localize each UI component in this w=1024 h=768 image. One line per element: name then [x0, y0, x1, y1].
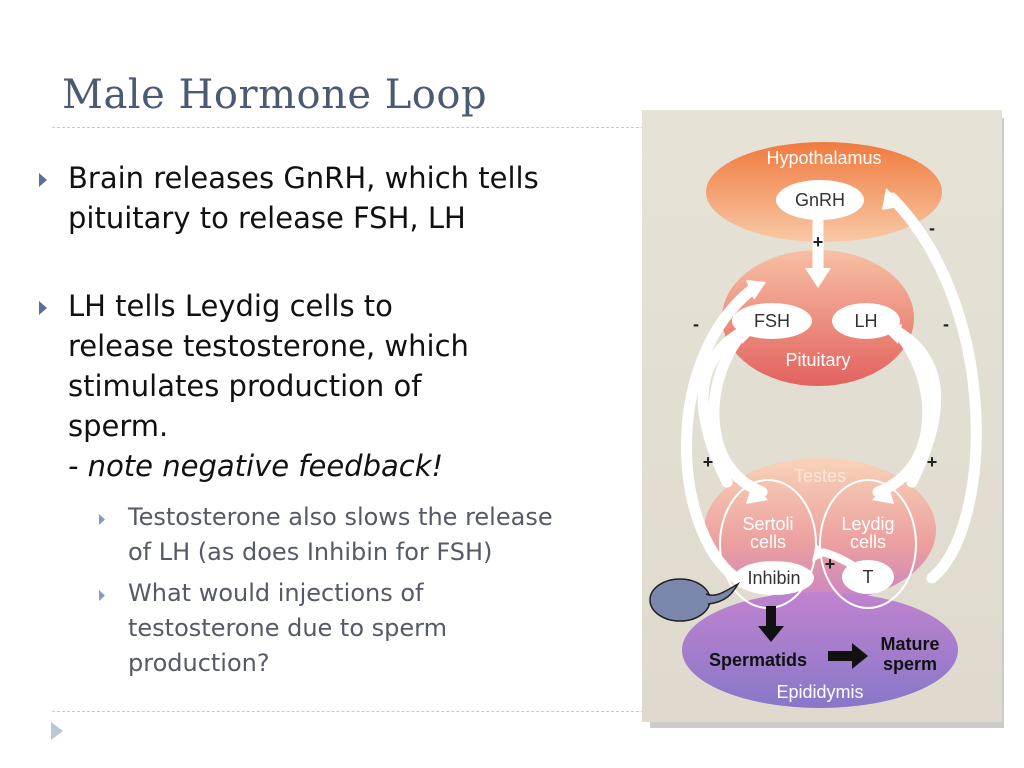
t-label: T — [863, 567, 874, 587]
sub-bullet-text: Testosterone also slows the release of L… — [128, 500, 578, 570]
plus-sign-left: + — [703, 452, 714, 472]
bullet-line: pituitary to release FSH, LH — [68, 201, 466, 235]
maturation-arrow-icon — [828, 643, 868, 669]
sub-bullet-item: What would injections of testosterone du… — [68, 576, 578, 681]
minus-sign-top-right: - — [929, 218, 935, 238]
bullet-arrow-icon — [39, 173, 47, 187]
feedback-loop-outer-right — [886, 192, 982, 584]
lh-label: LH — [854, 311, 877, 331]
inhibin-label: Inhibin — [747, 568, 800, 588]
title-divider — [52, 127, 644, 128]
leydig-label-1: Leydig — [841, 514, 894, 534]
sertoli-label-2: cells — [750, 532, 786, 552]
sub-bullet-line: production? — [128, 649, 270, 677]
bullet-line: stimulates production of — [68, 369, 422, 403]
arrowhead-leydig — [872, 484, 894, 504]
arrowhead-fsh-left — [746, 280, 766, 300]
spermatids-label: Spermatids — [709, 650, 807, 670]
minus-sign-left: - — [693, 314, 699, 334]
bullet-item: LH tells Leydig cells to release testost… — [38, 286, 578, 681]
inhibin-pill — [734, 561, 814, 595]
slide-nav-arrow-icon[interactable] — [50, 721, 64, 741]
fsh-to-sertoli-path — [708, 334, 768, 498]
slide-title: Male Hormone Loop — [62, 72, 488, 118]
hypothalamus-label: Hypothalamus — [766, 148, 881, 168]
bullet-item: Brain releases GnRH, which tells pituita… — [38, 158, 578, 238]
sertoli-label-1: Sertoli — [742, 514, 793, 534]
sub-bullet-item: Testosterone also slows the release of L… — [68, 500, 578, 570]
gnrh-label: GnRH — [795, 190, 845, 210]
callout-bubble — [649, 578, 741, 622]
sub-bullet-text: What would injections of testosterone du… — [128, 576, 578, 681]
leydig-label-2: cells — [850, 532, 886, 552]
sub-bullet-line: testosterone due to sperm — [128, 614, 447, 642]
footer-divider — [52, 711, 644, 712]
mature-label-1: Mature — [880, 634, 939, 654]
bullet-text: Brain releases GnRH, which tells pituita… — [68, 158, 578, 238]
fsh-pill — [732, 303, 812, 339]
t-pill — [842, 560, 894, 594]
gnrh-pill — [776, 180, 864, 220]
sub-bullet-arrow-icon — [99, 590, 105, 601]
bullet-line: LH tells Leydig cells to — [68, 289, 393, 323]
arrowhead-gnrh — [805, 268, 831, 288]
lh-to-leydig-path — [872, 334, 934, 498]
pituitary-shape — [722, 250, 914, 386]
bullet-text: LH tells Leydig cells to release testost… — [68, 286, 578, 486]
mature-label-2: sperm — [883, 654, 937, 674]
lh-pill — [832, 303, 900, 339]
bullet-line: Brain releases GnRH, which tells — [68, 161, 539, 195]
hormone-loop-diagram: Hypothalamus Pituitary Testes Sertoli ce… — [642, 110, 1004, 728]
sub-bullet-line: Testosterone also slows the release — [128, 503, 553, 531]
sub-bullet-line: of LH (as does Inhibin for FSH) — [128, 538, 493, 566]
leydig-cells-shape — [819, 479, 917, 609]
feedback-note: - note negative feedback! — [68, 449, 444, 483]
spermatids-arrow-icon — [758, 606, 784, 642]
bullet-line: release testosterone, which — [68, 329, 469, 363]
feedback-loop-outer-left — [681, 282, 760, 588]
epididymis-label: Epididymis — [776, 682, 863, 702]
epididymis-shape — [682, 592, 958, 708]
bullet-line: sperm. — [68, 409, 169, 443]
sub-bullet-line: What would injections of — [128, 579, 424, 607]
arrowhead-sertoli — [746, 484, 768, 504]
feedback-loop-inner-left — [697, 326, 748, 488]
bullet-list: Brain releases GnRH, which tells pituita… — [38, 158, 578, 729]
bullet-arrow-icon — [39, 301, 47, 315]
plus-sign-gnrh: + — [813, 232, 824, 252]
minus-sign-right: - — [943, 314, 949, 334]
testes-label: Testes — [794, 466, 846, 486]
arrowhead-hypothalamus — [882, 188, 904, 210]
sub-bullet-arrow-icon — [99, 514, 105, 525]
plus-sign-right: + — [927, 452, 938, 472]
plus-sign-t: + — [825, 554, 836, 574]
fsh-label: FSH — [754, 311, 790, 331]
pituitary-label: Pituitary — [785, 350, 850, 370]
